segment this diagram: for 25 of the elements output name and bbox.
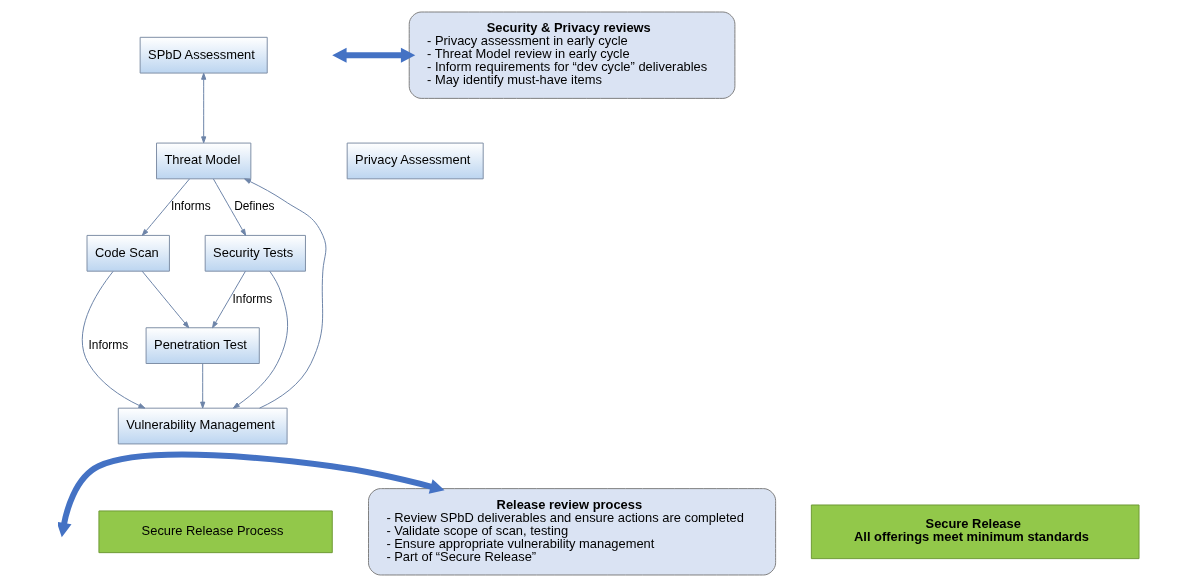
- node-box: Penetration Test: [145, 327, 260, 364]
- arrow: [211, 270, 246, 329]
- arrow: [331, 47, 415, 63]
- node-box: Threat Model: [155, 142, 251, 180]
- node-box: Secure Release All offerings meet minimum standards: [810, 504, 1140, 560]
- arrow: [212, 178, 246, 236]
- arrow: [199, 363, 205, 409]
- arrow: [81, 270, 145, 409]
- node-box: SPbD Assessment: [139, 36, 268, 74]
- edge-label: Informs: [231, 291, 272, 306]
- node-box: Security & Privacy reviews - Privacy assessment in early cycle - Threat Model review in early cycle - Inform requirements for “dev cycle” deliverables - May identify must-have items: [408, 11, 735, 99]
- node-box: Secure Release Process: [97, 510, 333, 554]
- edge-label: Defines: [233, 199, 275, 214]
- node-box: Security Tests: [204, 234, 306, 272]
- arrow: [141, 270, 189, 329]
- arrow: [141, 178, 190, 236]
- arrow: [243, 178, 326, 409]
- node-box: Privacy Assessment: [346, 142, 484, 180]
- node-box: Code Scan: [86, 234, 170, 272]
- arrow: [232, 270, 288, 409]
- edge-label: Informs: [88, 337, 128, 352]
- edge-label: Informs: [170, 199, 211, 214]
- node-box: Release review process - Review SPbD deliverables and ensure actions are completed - Validate scope of scan, testing - Ensure appropriate vulnerability management - Part of “Secure Release”: [367, 488, 776, 576]
- node-box: Vulnerability Management: [117, 407, 288, 445]
- arrow: [200, 72, 206, 144]
